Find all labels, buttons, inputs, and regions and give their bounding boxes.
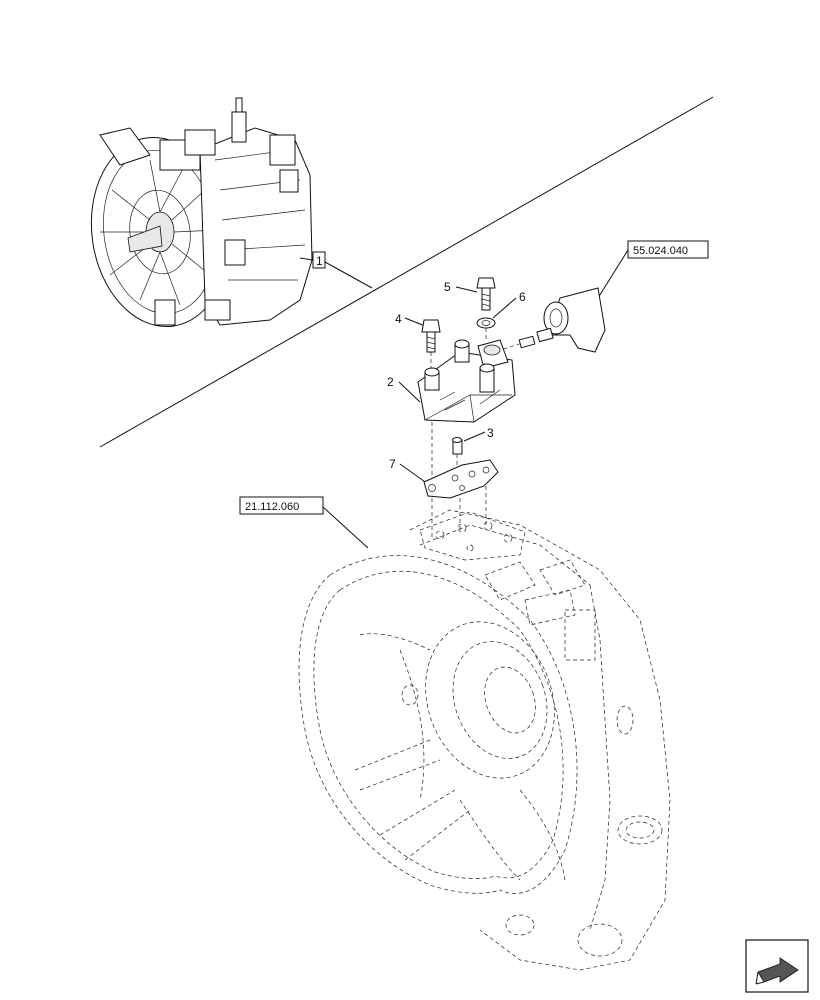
callout-7-label: 7 (389, 457, 396, 471)
housing-ref-label: 21.112.060 (245, 501, 299, 513)
callout-1: 1 (299, 251, 373, 289)
sensor-group: 55.024.040 (469, 240, 709, 361)
overview-separator-line (99, 96, 714, 448)
callout-6-label: 6 (519, 290, 526, 304)
transmission-overview-illustration (90, 97, 313, 328)
valve-body-2: 2 (387, 339, 516, 478)
callout-4-label: 4 (395, 312, 402, 326)
callout-2-label: 2 (387, 375, 394, 389)
gasket-7: 7 (389, 457, 499, 540)
callout-5-label: 5 (444, 280, 451, 294)
sensor-ref-label: 55.024.040 (633, 245, 688, 257)
transmission-housing: 21.112.060 (239, 496, 671, 971)
next-page-arrow-icon[interactable] (745, 939, 809, 993)
callout-1-label: 1 (316, 254, 323, 268)
callout-3-label: 3 (487, 426, 494, 440)
bolt-4: 4 (395, 312, 441, 372)
bolt-5: 5 (444, 277, 496, 311)
dowel-pin-3: 3 (452, 426, 494, 466)
